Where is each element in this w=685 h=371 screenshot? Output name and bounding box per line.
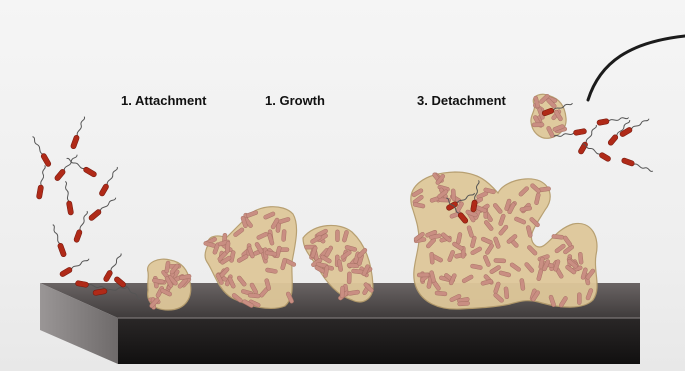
embedded-bacterium	[281, 229, 286, 241]
free-bacterium	[621, 157, 654, 173]
bacterium-body	[103, 270, 114, 283]
flagellum	[609, 117, 629, 122]
embedded-bacterium	[417, 273, 429, 277]
bacterium-body	[88, 209, 102, 222]
embedded-bacterium	[430, 252, 435, 264]
free-bacterium	[30, 135, 52, 167]
free-bacterium	[70, 116, 87, 150]
surface-front-face	[118, 318, 640, 364]
flagellum	[71, 258, 89, 270]
bacterium-body	[619, 126, 633, 137]
bacterium-body	[621, 157, 635, 166]
flagellum	[100, 197, 116, 211]
flagellum	[631, 118, 649, 130]
flagellum	[32, 136, 44, 154]
embedded-bacterium	[494, 258, 506, 263]
bacterium-body	[599, 152, 612, 163]
embedded-bacterium	[335, 230, 339, 242]
free-bacterium	[577, 124, 598, 155]
bacterium-body	[59, 266, 73, 277]
bacterium-body	[597, 118, 610, 125]
bacterium-body	[57, 243, 67, 258]
label-detachment: 3. Detachment	[417, 93, 506, 108]
flagellum	[66, 158, 84, 170]
embedded-bacterium	[458, 301, 470, 306]
embedded-bacterium	[577, 293, 581, 305]
bacterium-body	[573, 128, 587, 135]
free-bacterium	[98, 166, 119, 197]
bacterium-body	[73, 229, 82, 243]
bacterium-body	[607, 134, 619, 147]
pipe-line	[588, 36, 685, 100]
embedded-bacterium	[532, 123, 544, 127]
flagellum	[64, 181, 69, 201]
bacterium-body	[98, 183, 109, 197]
free-bacterium	[581, 142, 611, 163]
flagellum	[40, 165, 45, 185]
label-attachment: 1. Attachment	[121, 93, 206, 108]
embedded-bacterium	[451, 189, 456, 201]
bacterium-body	[70, 135, 80, 150]
free-bacterium	[50, 224, 67, 258]
bacterium-body	[83, 166, 98, 178]
flagellum	[79, 211, 87, 230]
free-bacterium	[63, 181, 74, 215]
free-bacterium	[103, 252, 124, 282]
free-bacterium	[65, 156, 97, 178]
bacterium-body	[66, 201, 74, 216]
flagellum	[110, 253, 122, 271]
free-bacterium	[54, 153, 79, 182]
label-growth: 1. Growth	[265, 93, 325, 108]
bacterium-body	[36, 185, 44, 200]
flagellum	[586, 125, 598, 143]
bacterium-body	[54, 168, 66, 181]
flagellum	[77, 116, 85, 135]
embedded-bacterium	[340, 286, 345, 298]
matrix-clusters	[148, 94, 598, 310]
embedded-bacterium	[347, 272, 351, 284]
embedded-bacterium	[248, 293, 260, 298]
flagellum	[634, 163, 653, 171]
free-bacterium	[88, 196, 117, 222]
free-bacterium	[597, 115, 629, 126]
flagellum	[107, 167, 119, 185]
free-bacterium	[59, 256, 90, 277]
bacterium-body	[40, 153, 52, 168]
flagellum	[64, 154, 78, 170]
bacterium-body	[577, 141, 588, 155]
flagellum	[52, 224, 60, 243]
free-bacterium	[73, 210, 89, 243]
free-bacterium	[36, 165, 47, 199]
